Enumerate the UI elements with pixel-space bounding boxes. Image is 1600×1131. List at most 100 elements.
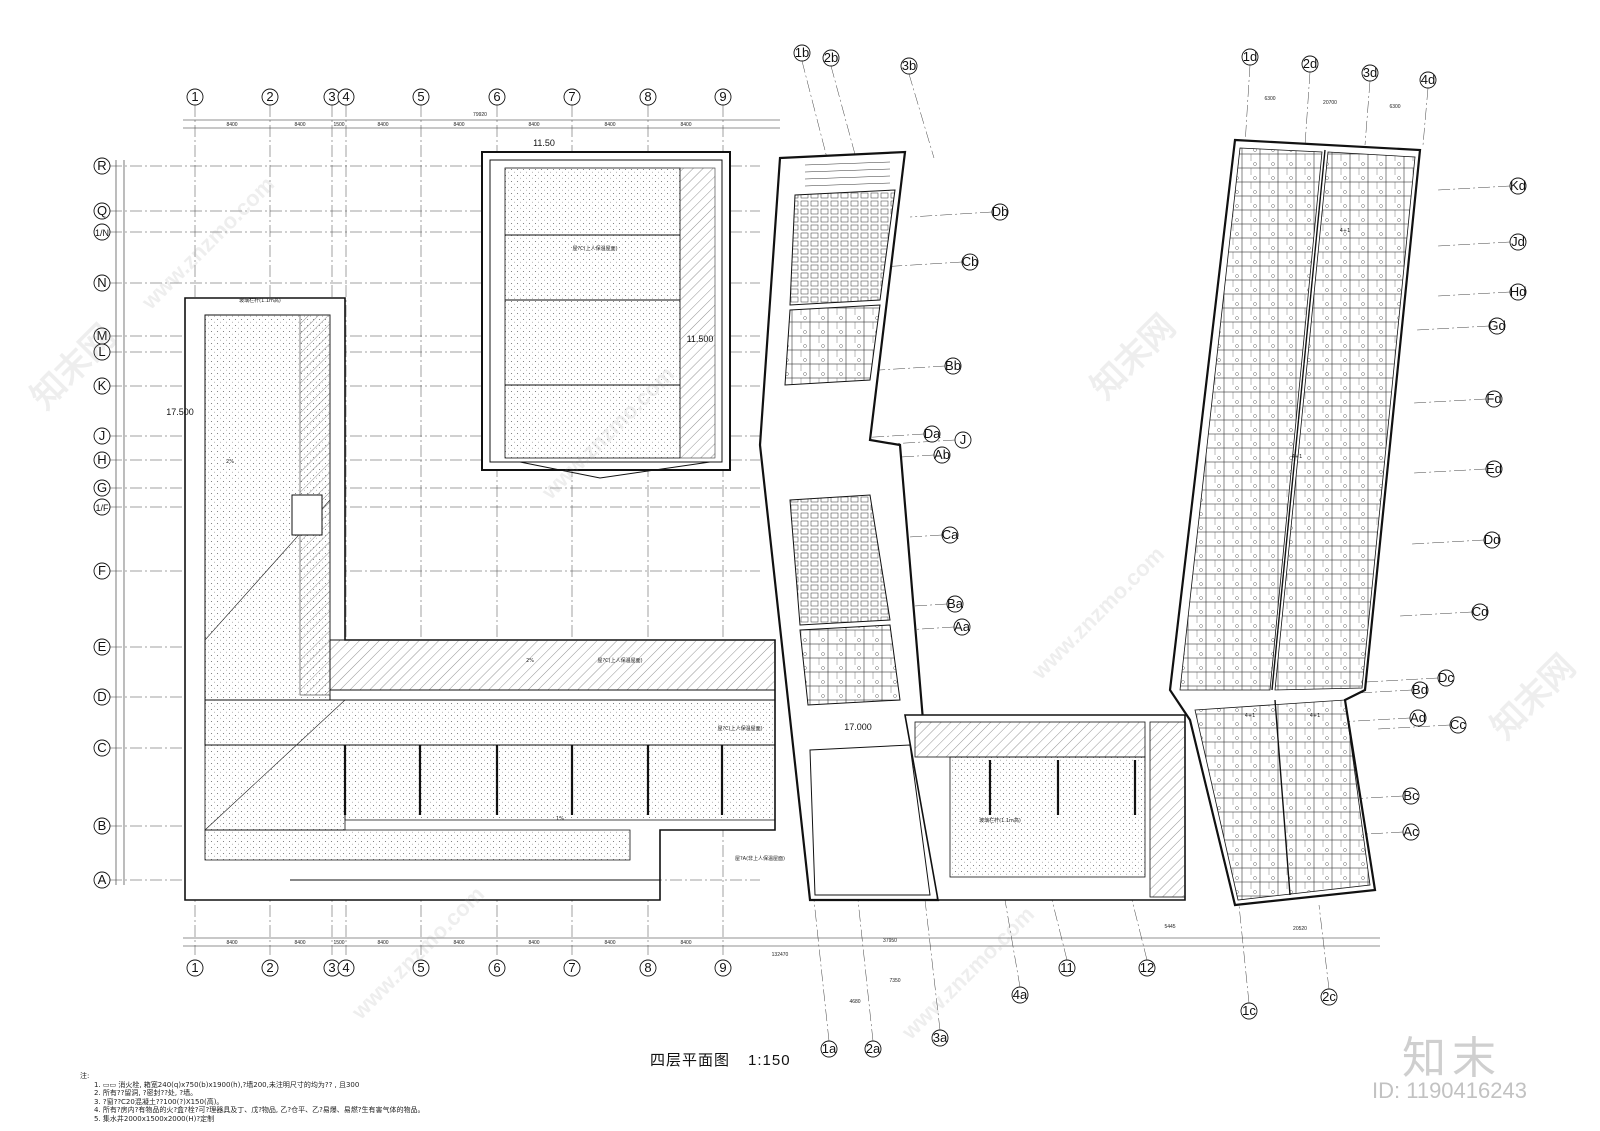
axis-bubble-label: J [99, 428, 106, 443]
grid-line [801, 60, 828, 159]
grid-axis-wing-d-top: 1d [1241, 48, 1259, 66]
grid-axis-wing-d-side: Gd [1488, 317, 1506, 335]
axis-bubble-circle [864, 1040, 882, 1058]
bay-dimension: 8400 [226, 122, 237, 128]
axis-bubble-circle [93, 638, 111, 656]
grid-axis-wing-d-top: 2d [1301, 55, 1319, 73]
roof-upper-label: 屋?C(上人保温屋面) [597, 657, 642, 664]
axis-bubble-label: 9 [719, 89, 726, 104]
axis-bubble-circle [93, 202, 111, 220]
axis-bubble-circle [261, 959, 279, 977]
grid-line [908, 73, 935, 159]
axis-bubble-label: A [98, 872, 107, 887]
note-line: 3. ?窗??C20混凝土??100(?)X150(高)。 [94, 1097, 224, 1106]
bay-dimension: 8400 [528, 940, 539, 946]
top-total-dimension: 79920 [473, 112, 487, 118]
axis-bubble-circle [931, 1029, 949, 1047]
axis-bubble-circle [793, 44, 811, 62]
grid-line [813, 899, 830, 1042]
grid-axis-wing-b-side: Ab [933, 446, 951, 464]
axis-bubble-circle [93, 562, 111, 580]
axis-bubble-circle [944, 357, 962, 375]
railing-label: 玻璃栏杆(1.1m高) [979, 817, 1021, 824]
grid-axis-number-bottom: 7 [563, 959, 581, 977]
axis-bubble-label: Hd [1510, 284, 1527, 299]
axis-bubble-label: 6 [493, 960, 500, 975]
axis-bubble-circle [1240, 1002, 1258, 1020]
axis-bubble-label: 9 [719, 960, 726, 975]
grid-axis-number-bottom: 2 [261, 959, 279, 977]
axis-bubble-circle [714, 88, 732, 106]
brand-logo-text: 知末 [1402, 1033, 1502, 1084]
axis-bubble-circle [1488, 317, 1506, 335]
grid-axis-wing-b-bottom: 3a [931, 1029, 949, 1047]
grid-line [1238, 904, 1250, 1004]
axis-bubble-label: 1/N [95, 228, 109, 238]
bay-dimension: 8400 [294, 940, 305, 946]
axis-bubble-label: 2 [266, 89, 273, 104]
grid-axis-letter: E [93, 638, 111, 656]
axis-bubble-label: L [98, 344, 105, 359]
axis-bubble-circle [1411, 681, 1429, 699]
axis-bubble-circle [1058, 959, 1076, 977]
note-line: 4. 所有?房内?有物品的火?盒?栓?可?理器具及丁、戊?物品, 乙?仓平、乙?… [94, 1106, 425, 1114]
grid-line [1399, 611, 1473, 617]
axis-bubble-label: 1 [191, 960, 198, 975]
grid-axis-wing-b-bottom: 2a [864, 1040, 882, 1058]
grid-line [1437, 241, 1511, 247]
grid-axis-letter: J [93, 427, 111, 445]
axis-bubble-label: Dc [1438, 670, 1454, 685]
grid-line [1437, 291, 1511, 297]
axis-bubble-circle [93, 739, 111, 757]
note-line: 5. 集水井2000x1500x2000(H)?定制 [94, 1114, 215, 1123]
roof-court [481, 151, 731, 479]
wing-d-top-dimension: 6300 [1264, 96, 1275, 102]
grid-axis-letter: F [93, 562, 111, 580]
axis-bubble-circle [1485, 460, 1503, 478]
axis-bubble-circle [186, 959, 204, 977]
grid-axis-wing-b-bottom: 12 [1138, 959, 1156, 977]
grid-line [1416, 325, 1490, 331]
wing-b [758, 150, 940, 902]
grid-line [1364, 80, 1371, 146]
axis-bubble-circle [961, 253, 979, 271]
axis-bubble-label: 3d [1363, 65, 1377, 80]
axis-bubble-circle [1509, 233, 1527, 251]
bay-dimension: 8400 [604, 940, 615, 946]
grid-axis-wing-d-top: 3d [1361, 64, 1379, 82]
notes-block: 注: 1. ▭▭ 消火栓, 箱宽240(q)x750(b)x1900(h),?墙… [80, 1072, 425, 1123]
grid-axis-letter: Q [93, 202, 111, 220]
axis-bubble-label: 2c [1322, 989, 1336, 1004]
wing-b-bottom-dimension: 4680 [849, 999, 860, 1005]
roof-lower-label: 屋?A(非上人保温屋面) [735, 855, 785, 862]
notes-label: 注: [80, 1072, 90, 1080]
axis-bubble-label: 1b [795, 45, 809, 60]
grid-axis-wing-b-side: Cb [961, 253, 979, 271]
grid-axis-wing-d-side: Ed [1485, 460, 1503, 478]
axis-bubble-circle [93, 427, 111, 445]
axis-bubble-circle [639, 959, 657, 977]
grid-line [909, 211, 993, 218]
grid-axis-number-bottom: 8 [639, 959, 657, 977]
grid-axis-wing-b-side: Da [923, 425, 941, 443]
axis-bubble-label: Cc [1450, 717, 1466, 732]
axis-bubble-circle [1509, 177, 1527, 195]
axis-bubble-label: 1c [1242, 1003, 1256, 1018]
grid-line [1304, 71, 1311, 146]
axis-bubble-circle [412, 88, 430, 106]
axis-bubble-circle [946, 595, 964, 613]
axis-bubble-circle [93, 223, 111, 241]
dimension-lines [115, 119, 1380, 947]
grid-axis-letter: A [93, 871, 111, 889]
grid-line [1337, 717, 1411, 723]
grid-axis-number-top: 8 [639, 88, 657, 106]
axis-bubble-circle [488, 88, 506, 106]
grid-axis-letter: G [93, 479, 111, 497]
level-roof-court: 11.50 [533, 138, 555, 148]
grid-axis-letter: K [93, 377, 111, 395]
grid-axis-letter: 1/N [93, 223, 111, 241]
axis-bubble-label: Gd [1488, 318, 1505, 333]
axis-bubble-label: Ab [934, 447, 950, 462]
axis-bubble-label: Ba [947, 596, 964, 611]
grid-axis-number-top: 1 [186, 88, 204, 106]
